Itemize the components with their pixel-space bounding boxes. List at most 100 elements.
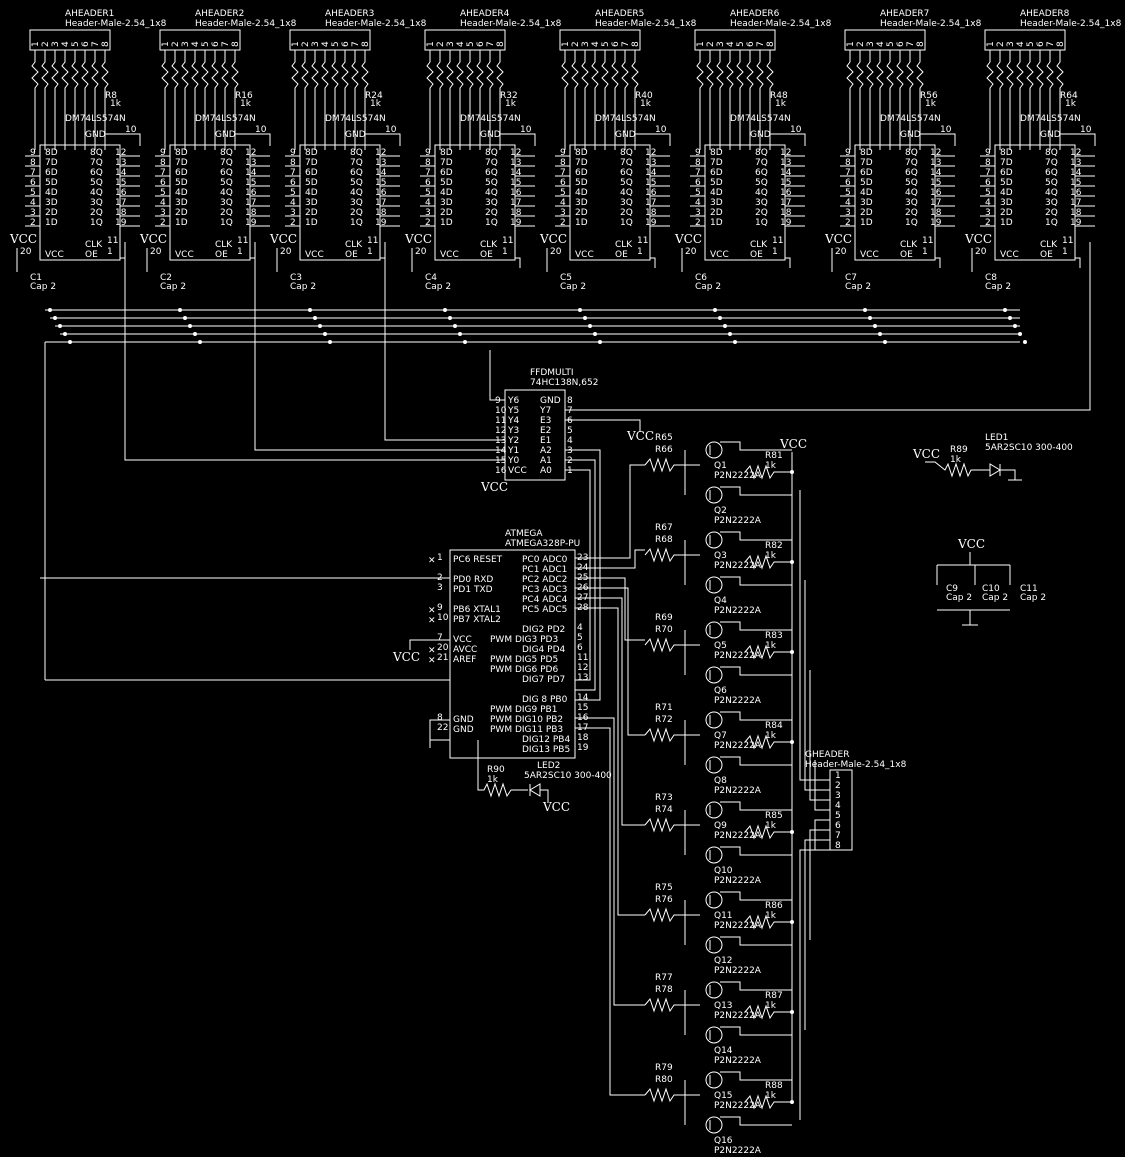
decoupling-caps: VCC C9 Cap 2 C10 Cap 2 C11 Cap 2 [936,537,1046,626]
latch-d-pin: 5D [710,178,723,188]
junction-dot [583,316,587,320]
pullup-resistor [361,50,369,150]
junction-dot [733,340,737,344]
header-pin: 6 [211,41,221,47]
mcu-pin-name: PC4 ADC4 [522,595,568,605]
latch-q-pin: 8Q [485,148,498,158]
latch-pin-num: 5 [160,188,166,198]
header-pin: 7 [351,41,361,47]
header-value: Header-Male-2.54_1x8 [325,19,427,29]
latch-q-pin: 1Q [1045,218,1058,228]
pullup-resistor [496,50,504,150]
mcu-value: ATMEGA328P-PU [505,539,580,549]
resistor-value: 1k [240,99,252,109]
collector-resistor [744,554,792,570]
resistor-ref: R87 [765,991,783,1001]
latch-pin-num: 16 [375,188,387,198]
transistor-ref: Q16 [714,1136,733,1146]
latch-q-pin: 2Q [90,208,103,218]
pullup-resistor [1056,50,1064,150]
pullup-resistor [631,50,639,150]
resistor-value: 1k [110,99,122,109]
latch-pin-num: 5 [985,188,991,198]
capacitor-value: Cap 2 [560,282,586,292]
decoder-pin-num: 5 [567,426,573,436]
clk-pin: CLK [215,240,233,250]
latch-pin-num: 5 [30,188,36,198]
header-box [844,29,926,51]
latch-box [854,144,936,261]
pin-num: 10 [940,125,952,135]
transistor-value: P2N2222A [714,741,762,751]
latch-pin-num: 4 [30,198,36,208]
mcu-pin-name: DIG13 PB5 [522,745,570,755]
latch-q-pin: 8Q [90,148,103,158]
pullup-resistor [476,50,484,150]
resistor-ref: R86 [765,901,783,911]
latch-pin-num: 2 [985,218,991,228]
junction-dot [578,308,582,312]
base-resistor [644,547,700,563]
header-pin: 3 [1006,41,1016,47]
latch-pin-num: 5 [845,188,851,198]
junction-dot [1003,308,1007,312]
latch-pin-num: 12 [375,148,386,158]
junction-dot [313,316,317,320]
header-pin: 5 [466,41,476,47]
transistor-ref: Q8 [714,776,727,786]
capacitor-value: Cap 2 [695,282,721,292]
latch-pin-num: 6 [290,178,296,188]
pullup-resistor [331,50,339,150]
pullup-resistor [736,50,744,150]
latch-d-pin: 7D [1000,158,1013,168]
resistor-value: 1k [505,99,517,109]
header-pin: 6 [896,41,906,47]
clk-pin: CLK [1040,240,1058,250]
pullup-resistor [301,50,309,150]
transistor-vcc-label: VCC [779,437,807,451]
header-box [559,29,641,51]
header-pin: 4 [1016,41,1026,47]
latch-d-pin: 1D [575,218,588,228]
latch-pin-num: 13 [375,158,386,168]
decoder-pin-num: 9 [495,396,501,406]
junction-dot [878,332,882,336]
latch-d-pin: 3D [860,198,873,208]
header-ref: AHEADER5 [595,9,644,19]
pullup-resistor [611,50,619,150]
latch-pin-num: 17 [645,198,656,208]
resistor-ref: R74 [655,805,673,815]
latch-value: DM74LS574N [460,114,521,124]
latch-pin-num: 6 [845,178,851,188]
latch-pin-num: 8 [560,158,566,168]
junction-dot [1013,324,1017,328]
latch-pin-num: 9 [985,148,991,158]
latch-pin-num: 17 [375,198,386,208]
latch-box [169,144,251,261]
header-pin: 3 [866,41,876,47]
pullup-resistor [996,50,1004,150]
latch-q-pin: 1Q [220,218,233,228]
junction-dot [63,332,67,336]
junction-dot [790,1010,794,1014]
latch-pin-num: 2 [290,218,296,228]
pullup-resistor [311,50,319,150]
vcc-pin: VCC [710,250,729,260]
gnd-pin-label: GND [345,130,366,140]
latch-pin-num: 8 [290,158,296,168]
header-pin: 2 [41,41,51,47]
mcu-ref: ATMEGA [505,529,543,539]
pin-num: 10 [655,125,667,135]
latch-pin-num: 7 [160,168,166,178]
cap-value: Cap 2 [982,593,1008,603]
latch-value: DM74LS574N [1020,114,1081,124]
pin-num: 11 [637,236,648,246]
latch-pin-num: 18 [245,208,257,218]
header-pin: 7 [91,41,101,47]
resistor-ref: R68 [655,535,673,545]
header-ref: AHEADER2 [195,9,244,19]
pullup-resistor [341,50,349,150]
mcu-pin-num: 21 [437,653,448,663]
